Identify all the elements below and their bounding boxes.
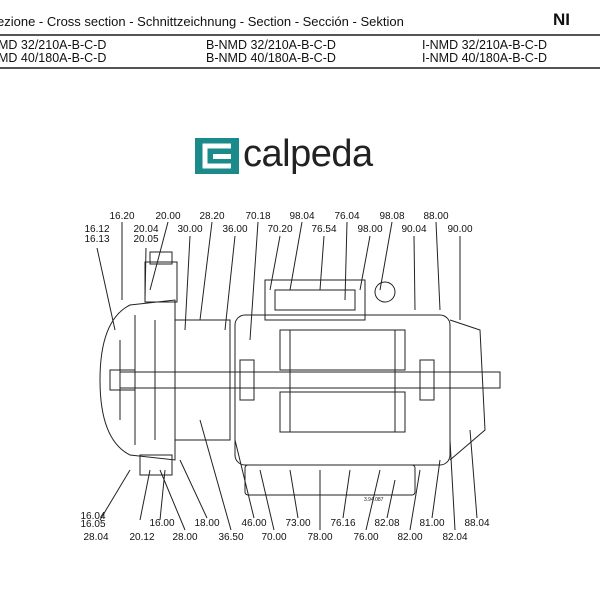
model-column-2: B-NMD 32/210A-B-C-D B-NMD 40/180A-B-C-D [206, 39, 336, 65]
part-label: 81.00 [419, 518, 445, 529]
model-name: B-NMD 40/180A-B-C-D [206, 51, 336, 65]
part-label: 20.12 [129, 532, 155, 543]
part-label: 30.00 [177, 224, 203, 235]
part-label: 16.12 [84, 224, 110, 235]
part-label: 82.08 [374, 518, 400, 529]
part-label: 70.20 [267, 224, 293, 235]
part-label: 98.08 [379, 211, 405, 222]
part-label: 98.04 [289, 211, 315, 222]
part-label: 16.20 [109, 211, 135, 222]
part-label: 20.00 [155, 211, 181, 222]
part-label: 88.00 [423, 211, 449, 222]
part-label: 82.04 [442, 532, 468, 543]
part-label: 28.04 [83, 532, 109, 543]
part-label: 46.00 [241, 518, 267, 529]
model-name: MD 32/210A-B-C-D [0, 38, 107, 52]
model-name: I-NMD 40/180A-B-C-D [422, 51, 548, 65]
part-label: 28.20 [199, 211, 225, 222]
model-name: MD 40/180A-B-C-D [0, 51, 107, 65]
part-label: 76.00 [353, 532, 379, 543]
part-label: 70.18 [245, 211, 271, 222]
model-name: I-NMD 32/210A-B-C-D [422, 38, 548, 52]
calpeda-logo-icon [195, 138, 239, 174]
model-column-1: MD 32/210A-B-C-D MD 40/180A-B-C-D [0, 39, 106, 65]
model-column-3: I-NMD 32/210A-B-C-D I-NMD 40/180A-B-C-D [422, 39, 547, 65]
part-label: 88.04 [464, 518, 490, 529]
drawing-code: 3.94.087 [364, 497, 384, 503]
divider [0, 67, 600, 69]
part-label: 90.00 [447, 224, 473, 235]
part-label: 90.04 [401, 224, 427, 235]
part-label: 73.00 [285, 518, 311, 529]
part-label: 36.00 [222, 224, 248, 235]
part-label: 20.04 [133, 224, 159, 235]
logo-text: calpeda [243, 133, 373, 175]
divider [0, 34, 600, 36]
part-label: 76.16 [330, 518, 356, 529]
part-label: 16.05 [80, 519, 106, 530]
series-code: NI [553, 10, 570, 29]
part-label: 78.00 [307, 532, 333, 543]
part-label: 76.04 [334, 211, 360, 222]
part-label: 16.00 [149, 518, 175, 529]
part-label: 28.00 [172, 532, 198, 543]
section-title: ezione - Cross section - Schnittzeichnun… [0, 14, 404, 29]
part-label: 16.13 [84, 234, 110, 245]
part-label: 82.00 [397, 532, 423, 543]
model-name: B-NMD 32/210A-B-C-D [206, 38, 336, 52]
part-label: 16.04 [80, 511, 106, 522]
part-label: 18.00 [194, 518, 220, 529]
part-label: 20.05 [133, 234, 159, 245]
part-label: 36.50 [218, 532, 244, 543]
part-label: 76.54 [311, 224, 337, 235]
part-label: 70.00 [261, 532, 287, 543]
part-label: 98.00 [357, 224, 383, 235]
